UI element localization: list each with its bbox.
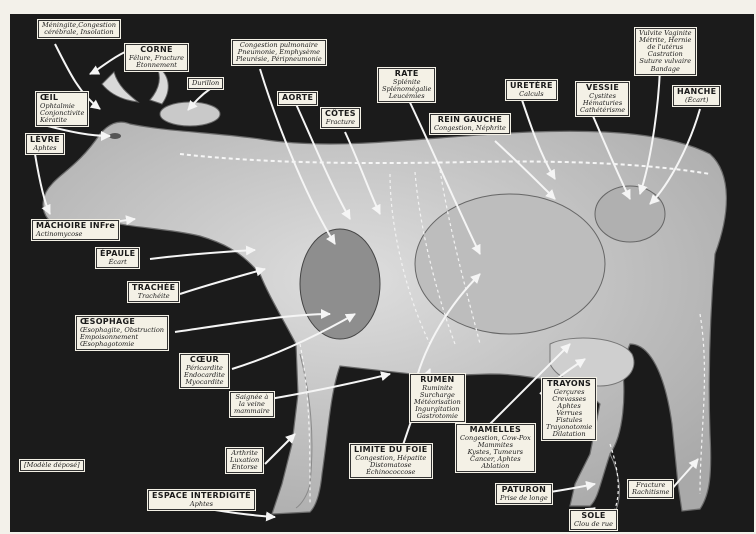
label-durillon: Durillon	[188, 78, 223, 89]
label-coeur: CŒUR Péricardite Endocardite Myocardite	[180, 354, 229, 388]
label-vessie: VESSIE Cystites Hématuries Cathétérisme	[576, 82, 629, 116]
label-aorte: AORTE	[278, 92, 317, 105]
label-arthrite: Arthrite Luxation Entorse	[226, 448, 263, 473]
label-uretere: URETÈRE Calculs	[506, 80, 557, 100]
label-hanche: HANCHE (Écart)	[673, 86, 720, 106]
label-paturon: PATURON Prise de longe	[496, 484, 552, 504]
label-sole: SOLE Clou de rue	[570, 510, 617, 530]
bladder-organ	[595, 186, 665, 242]
label-corne: CORNE Fêlure, Fracture Étonnement	[125, 44, 188, 71]
ear	[160, 102, 220, 126]
label-espace-interdigite-line-1: Aphtes	[152, 501, 251, 508]
label-machoire-line-1: Actinomycose	[36, 231, 115, 238]
label-rate-line-3: Leucémies	[382, 93, 431, 100]
label-trayons: TRAYONS Gerçures Crevasses Aphtes Verrue…	[542, 378, 596, 440]
label-limite-foie: LIMITE DU FOIE Congestion, Hépatite Dist…	[350, 444, 432, 478]
label-modele-depose: [Modèle déposé]	[20, 460, 84, 471]
rumen-organ	[415, 194, 605, 334]
label-hanche-line-1: (Écart)	[677, 97, 716, 104]
label-durillon-line-1: Durillon	[192, 80, 219, 87]
label-congestion-pulmonaire-line-3: Pleurésie, Péripneumonie	[236, 56, 322, 63]
label-oesophage-line-3: Œsophagotomie	[80, 341, 164, 348]
label-meningite: Méningite,Congestion cérébrale, Insolati…	[38, 20, 120, 38]
label-oeil-line-3: Kératite	[40, 117, 84, 124]
label-fracture: Fracture Rachitisme	[628, 480, 673, 498]
anatomy-chart: Méningite,Congestion cérébrale, Insolati…	[10, 14, 754, 532]
label-espace-interdigite: ESPACE INTERDIGITÉ Aphtes	[148, 490, 255, 510]
label-meningite-line-2: cérébrale, Insolation	[42, 29, 116, 36]
label-epaule: ÉPAULE Écart	[96, 248, 139, 268]
label-limite-foie-line-3: Échinococcose	[354, 469, 428, 476]
label-coeur-line-3: Myocardite	[184, 379, 225, 386]
label-cotes: CÔTES Fracture	[321, 108, 360, 128]
label-uretere-line-1: Calculs	[510, 91, 553, 98]
label-arthrite-line-3: Entorse	[230, 464, 259, 471]
horn-right	[150, 66, 168, 104]
label-machoire: MÂCHOIRE INFre Actinomycose	[32, 220, 119, 240]
label-corne-line-2: Étonnement	[129, 62, 184, 69]
label-levre-line-1: Aphtes	[30, 145, 60, 152]
label-epaule-line-1: Écart	[100, 259, 135, 266]
label-paturon-line-1: Prise de longe	[500, 495, 548, 502]
label-congestion-pulmonaire: Congestion pulmonaire Pneumonie, Emphysè…	[232, 40, 326, 65]
label-sole-line-1: Clou de rue	[574, 521, 613, 528]
horn	[102, 72, 138, 102]
label-vessie-line-3: Cathétérisme	[580, 107, 625, 114]
label-mamelles: MAMELLES Congestion, Cow-Pox Mammites Ky…	[456, 424, 535, 472]
label-mamelles-line-5: Ablation	[460, 463, 531, 470]
label-trayons-line-7: Dilatation	[546, 431, 592, 438]
label-vulvite: Vulvite Vaginite Métrite, Hernie de l'ut…	[635, 28, 696, 75]
label-vulvite-line-6: Bandage	[639, 66, 692, 73]
label-rumen-line-5: Gastrotomie	[414, 413, 461, 420]
label-trachee: TRACHÉE Trachéite	[128, 282, 179, 302]
label-rate: RATE Splénite Splénomégalie Leucémies	[378, 68, 435, 102]
label-rumen: RUMEN Ruminite Surcharge Météorisation I…	[410, 374, 465, 422]
label-oesophage: ŒSOPHAGE Œsophagite, Obstruction Empoiso…	[76, 316, 168, 350]
eye	[109, 133, 121, 139]
label-saignee: Saignée à la veine mammaire	[230, 392, 274, 417]
label-saignee-line-3: mammaire	[234, 408, 270, 415]
label-cotes-line-1: Fracture	[325, 119, 356, 126]
label-trachee-line-1: Trachéite	[132, 293, 175, 300]
label-oeil: ŒIL Ophtalmie Conjonctivite Kératite	[36, 92, 88, 126]
label-fracture-line-2: Rachitisme	[632, 489, 669, 496]
label-levre: LÈVRE Aphtes	[26, 134, 64, 154]
label-aorte-title: AORTE	[282, 94, 313, 103]
label-rein-gauche-line-1: Congestion, Néphrite	[434, 125, 506, 132]
label-modele-line-1: [Modèle déposé]	[24, 462, 80, 469]
label-rein-gauche: REIN GAUCHE Congestion, Néphrite	[430, 114, 510, 134]
